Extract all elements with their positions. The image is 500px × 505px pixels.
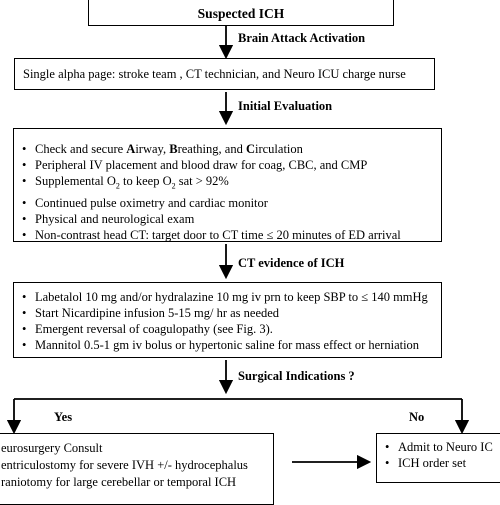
- branch-no-label: No: [409, 410, 425, 424]
- list-item-iv-placement: Peripheral IV placement and blood draw f…: [22, 157, 441, 173]
- list-item-head-ct: Non-contrast head CT: target door to CT …: [22, 227, 441, 243]
- initial-evaluation-box: Check and secure Airway, Breathing, and …: [13, 128, 442, 243]
- yes-outcome-lines: eurosurgery Consult entriculostomy for s…: [1, 440, 273, 491]
- no-admit-neuro-icu: Admit to Neuro IC: [385, 439, 500, 455]
- list-item-physical-exam: Physical and neurological exam: [22, 211, 441, 227]
- step-surgical-indications: Surgical Indications ?: [238, 369, 355, 383]
- list-item-supplemental-o2: Supplemental O2 to keep O2 sat > 92%: [22, 173, 441, 195]
- step-ct-evidence: CT evidence of ICH: [238, 256, 345, 270]
- list-item-abc: Check and secure Airway, Breathing, and …: [22, 141, 441, 157]
- no-ich-order-set: ICH order set: [385, 455, 500, 471]
- suspected-ich-label: Suspected ICH: [197, 6, 285, 21]
- list-item-reversal: Emergent reversal of coagulopathy (see F…: [22, 321, 441, 337]
- list-item-mannitol: Mannitol 0.5-1 gm iv bolus or hypertonic…: [22, 337, 441, 353]
- step-brain-attack-activation: Brain Attack Activation: [238, 31, 366, 45]
- branch-yes-label: Yes: [54, 410, 73, 424]
- list-item-pulse-oximetry: Continued pulse oximetry and cardiac mon…: [22, 195, 441, 211]
- no-outcome-list: Admit to Neuro IC ICH order set: [385, 439, 500, 471]
- no-outcome-box: Admit to Neuro IC ICH order set: [376, 433, 500, 483]
- yes-neurosurgery-consult: eurosurgery Consult: [1, 441, 103, 455]
- yes-craniotomy: raniotomy for large cerebellar or tempor…: [1, 475, 237, 489]
- ct-evidence-box: Labetalol 10 mg and/or hydralazine 10 mg…: [13, 282, 442, 358]
- initial-evaluation-list: Check and secure Airway, Breathing, and …: [22, 141, 441, 243]
- list-item-labetalol: Labetalol 10 mg and/or hydralazine 10 mg…: [22, 289, 441, 305]
- alpha-page-text: Single alpha page: stroke team , CT tech…: [23, 67, 406, 81]
- list-item-nicardipine: Start Nicardipine infusion 5-15 mg/ hr a…: [22, 305, 441, 321]
- step-initial-evaluation: Initial Evaluation: [238, 99, 333, 113]
- yes-ventriculostomy: entriculostomy for severe IVH +/- hydroc…: [1, 458, 248, 472]
- alpha-page-box: Single alpha page: stroke team , CT tech…: [14, 58, 435, 90]
- yes-outcome-box: eurosurgery Consult entriculostomy for s…: [0, 433, 274, 505]
- ct-evidence-list: Labetalol 10 mg and/or hydralazine 10 mg…: [22, 289, 441, 353]
- suspected-ich-box: Suspected ICH: [88, 0, 394, 26]
